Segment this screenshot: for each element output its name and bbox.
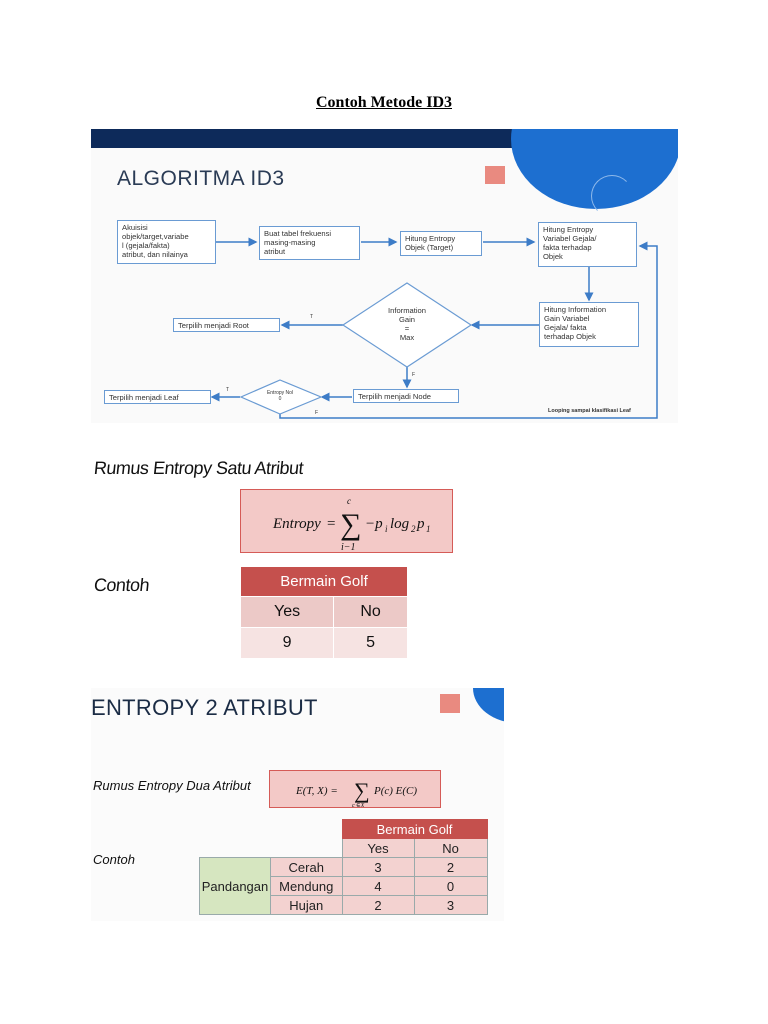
decorative-square <box>485 166 505 184</box>
entropy-formula: Entropy = c ∑ i−1 −p i log 2 p 1 <box>240 489 453 553</box>
formula-sigma: ∑ <box>340 508 361 541</box>
entropy-formula-render: Entropy = c ∑ i−1 −p i log 2 p 1 <box>272 496 431 553</box>
contoh-label: Contoh <box>93 575 151 595</box>
col-no: No <box>333 596 408 628</box>
entropy-two-formula-render: E(T, X) = ∑ c ∈X P(c) E(C) <box>295 778 417 809</box>
col-no: No <box>413 838 488 858</box>
label-true-root: T <box>310 314 314 320</box>
formula-sub-i: i <box>385 524 388 534</box>
formula-sum-lower: c ∈X <box>352 803 365 809</box>
label-false-node: F <box>412 372 416 378</box>
flowchart-connectors <box>210 237 658 419</box>
table-row: 9 5 <box>239 627 408 659</box>
formula-lhs: E(T, X) = <box>295 785 338 797</box>
label-false-loop: F <box>315 410 319 416</box>
row-label: Hujan <box>270 895 343 915</box>
loop-note: Looping sampai klasifikasi Leaf <box>548 408 631 414</box>
decision-information-gain <box>341 282 473 368</box>
formula-lhs: Entropy <box>272 516 321 532</box>
decorative-ring <box>591 175 633 217</box>
entropy-satu-atribut-slide: Rumus Entropy Satu Atribut Entropy = c ∑… <box>91 449 453 669</box>
cell-yes: 2 <box>341 895 415 915</box>
decision-gain-label: Information Gain = Max <box>388 306 426 342</box>
table-row: Mendung 4 0 <box>200 876 488 896</box>
box-root: Terpilih menjadi Root <box>173 318 280 332</box>
formula-sum-lower: i−1 <box>341 542 356 553</box>
table-header: Bermain Golf <box>341 819 488 839</box>
col-yes: Yes <box>239 596 335 628</box>
page-title: Contoh Metode ID3 <box>316 94 452 111</box>
col-yes: Yes <box>341 838 415 858</box>
table-header: Bermain Golf <box>240 566 408 597</box>
table-row: Yes No <box>239 596 408 628</box>
formula-sum-upper: c <box>347 496 351 506</box>
value-no: 5 <box>333 627 408 659</box>
value-yes: 9 <box>239 627 335 659</box>
table-row: Hujan 2 3 <box>200 895 488 915</box>
decision-entropy-label: Entropy Nol 0 <box>266 390 294 402</box>
cell-no: 3 <box>413 895 488 915</box>
arrow-loop-back <box>279 241 658 419</box>
table-row: Pandangan Cerah 3 2 <box>199 857 488 915</box>
box-leaf: Terpilih menjadi Leaf <box>104 390 211 404</box>
algoritma-id3-slide: ALGORITMA ID3 <box>91 129 678 423</box>
decorative-square <box>440 694 460 713</box>
cell-no: 2 <box>413 857 488 877</box>
row-label: Cerah <box>270 857 343 877</box>
bermain-golf-pandangan-table: Bermain Golf Yes No Pandangan Cerah 3 2 … <box>199 819 488 915</box>
formula-sigma: ∑ <box>354 778 370 803</box>
cell-no: 0 <box>413 876 488 896</box>
decision-entropy-nol <box>239 379 323 415</box>
contoh-label: Contoh <box>93 852 135 867</box>
entropy-two-formula: E(T, X) = ∑ c ∈X P(c) E(C) <box>269 770 441 809</box>
entropy-dua-atribut-slide: ENTROPY 2 ATRIBUT Rumus Entropy Dua Atri… <box>91 688 504 921</box>
cell-yes: 4 <box>341 876 415 896</box>
box-node: Terpilih menjadi Node <box>353 389 459 403</box>
bermain-golf-table: Bermain Golf Yes No 9 5 <box>239 566 408 659</box>
formula-p: −p <box>365 516 383 532</box>
row-label: Mendung <box>270 876 343 896</box>
slide-heading: ALGORITMA ID3 <box>117 167 285 190</box>
formula-log: log <box>390 516 410 532</box>
formula-label: Rumus Entropy Dua Atribut <box>93 778 251 793</box>
formula-equals: = <box>327 516 335 532</box>
group-label: Pandangan <box>199 857 271 915</box>
formula-title: Rumus Entropy Satu Atribut <box>93 458 305 478</box>
formula-sub-1: 1 <box>426 524 431 534</box>
formula-rhs: P(c) E(C) <box>373 785 417 797</box>
cell-yes: 3 <box>341 857 415 877</box>
label-true-leaf: T <box>226 387 230 393</box>
decorative-circle <box>473 688 504 723</box>
formula-sub-2: 2 <box>411 524 416 534</box>
formula-p1: p <box>416 516 425 532</box>
slide-heading: ENTROPY 2 ATRIBUT <box>91 695 318 720</box>
